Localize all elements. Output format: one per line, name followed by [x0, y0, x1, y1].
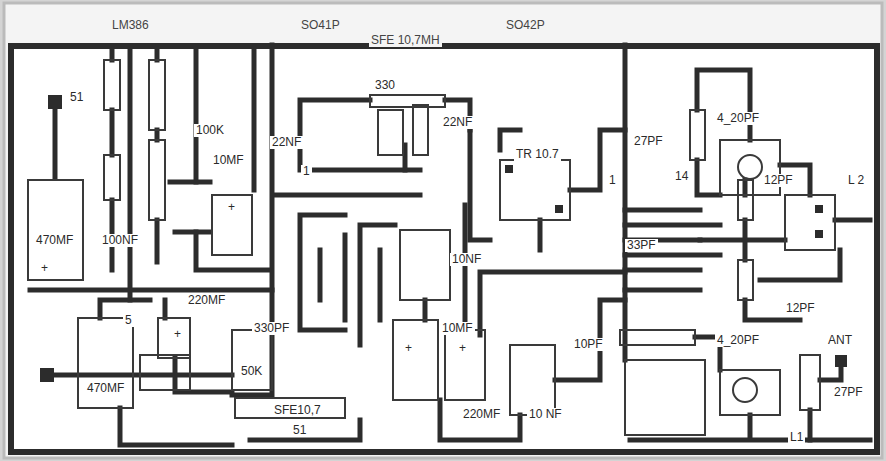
- component-value: 14: [673, 170, 690, 183]
- component-value: 10MF: [211, 154, 246, 167]
- component-value: 330: [373, 79, 397, 92]
- component-value: 4_20PF: [715, 112, 761, 125]
- component-value: +: [226, 201, 237, 214]
- component-value: 1: [607, 174, 618, 187]
- component-value: 220MF: [186, 294, 227, 307]
- component-value: 27PF: [632, 135, 665, 148]
- component-value: 27PF: [832, 386, 865, 399]
- component-value: +: [172, 328, 183, 341]
- part-name: SO42P: [504, 19, 547, 32]
- part-name: SO41P: [299, 19, 342, 32]
- component-value: 51: [68, 91, 85, 104]
- component-value: TR 10.7: [514, 148, 561, 161]
- component-value: 12PF: [762, 174, 795, 187]
- component-value: 100K: [194, 124, 226, 137]
- part-name: SFE 10,7MH: [369, 34, 442, 47]
- component-value: ANT: [826, 334, 854, 347]
- component-value: 50K: [239, 365, 264, 378]
- part-name: LM386: [110, 19, 151, 32]
- component-value: +: [403, 342, 414, 355]
- component-value: 4_20PF: [715, 334, 761, 347]
- component-value: 10MF: [440, 322, 475, 335]
- component-value: 12PF: [784, 302, 817, 315]
- component-value: L1: [788, 431, 805, 444]
- component-value: +: [39, 262, 50, 275]
- component-value: 22NF: [270, 136, 303, 149]
- component-value: L 2: [846, 174, 866, 187]
- component-value: 470MF: [34, 234, 75, 247]
- component-value: 10PF: [572, 338, 605, 351]
- component-value: +: [457, 342, 468, 355]
- component-value: 100NF: [100, 234, 140, 247]
- component-value: 330PF: [252, 322, 291, 335]
- component-value: 10NF: [450, 253, 483, 266]
- component-value: 33PF: [625, 239, 658, 252]
- component-value: 22NF: [441, 116, 474, 129]
- component-value: 51: [291, 424, 308, 437]
- component-value: 1: [301, 165, 312, 178]
- component-value: 470MF: [85, 382, 126, 395]
- component-value: 5: [123, 314, 134, 327]
- component-value: SFE10,7: [272, 404, 323, 417]
- component-value: 10 NF: [527, 408, 564, 421]
- component-value: 220MF: [461, 408, 502, 421]
